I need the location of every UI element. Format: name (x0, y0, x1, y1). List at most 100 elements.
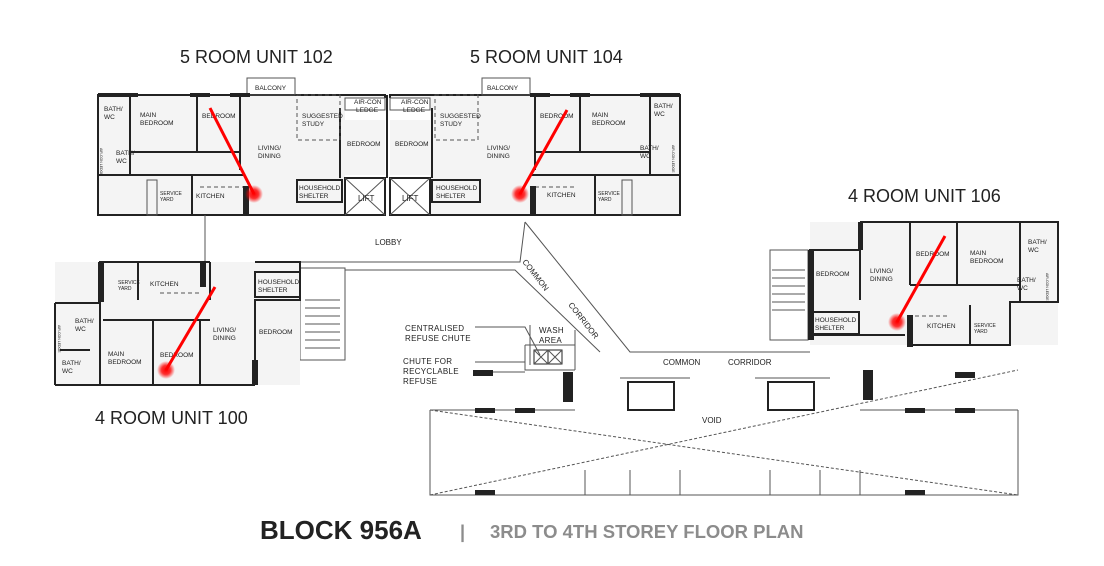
room-label: BEDROOM (395, 141, 429, 148)
room-label: LIVING/ (487, 145, 510, 152)
room-label: LIVING/ (258, 145, 281, 152)
recycle-chute-label-2: RECYCLABLE (403, 367, 459, 376)
room-label: AIR-CON LEDGE (671, 145, 675, 173)
view-line-106 (895, 235, 947, 323)
room-label: BEDROOM (108, 359, 142, 366)
room-label: SUGGESTED (440, 113, 481, 120)
room-label: MAIN (592, 112, 609, 119)
unit-100-title: 4 ROOM UNIT 100 (95, 408, 248, 428)
chute-label-2: REFUSE CHUTE (405, 334, 471, 343)
room-label: HOUSEHOLD (299, 185, 340, 192)
room-label: SHELTER (436, 193, 466, 200)
room-label: WC (640, 153, 651, 160)
room-label: BEDROOM (916, 251, 950, 258)
room-label: HOUSEHOLD (436, 185, 477, 192)
corridor-label: CORRIDOR (728, 358, 772, 367)
recycle-chute-labels: CHUTE FOR RECYCLABLE REFUSE (403, 357, 459, 386)
common-label: COMMON (663, 358, 701, 367)
room-label: BEDROOM (259, 329, 293, 336)
corridor-corridor-label: CORRIDOR (566, 301, 600, 341)
view-line-104 (518, 109, 569, 195)
room-label: BEDROOM (592, 120, 626, 127)
view-pin-100 (157, 361, 175, 379)
view-pin-104 (511, 185, 529, 203)
room-label: BALCONY (487, 85, 519, 92)
corridor-common-label: COMMON (520, 258, 550, 293)
room-label: SERVICE (118, 280, 141, 286)
room-label: STUDY (302, 121, 325, 128)
view-pin-106 (888, 313, 906, 331)
room-label: MAIN (140, 112, 157, 119)
unit-106-title: 4 ROOM UNIT 106 (848, 186, 1001, 206)
room-label: LEDGE (356, 107, 379, 114)
room-label: LEDGE (403, 107, 426, 114)
room-label: WC (116, 158, 127, 165)
title-separator: | (460, 522, 465, 542)
room-label: BEDROOM (140, 120, 174, 127)
room-label: AIR-CON LEDGE (99, 148, 103, 176)
room-label: AIR-CON (401, 99, 429, 106)
room-label: SUGGESTED (302, 113, 343, 120)
room-label: DINING (213, 335, 236, 342)
room-label: BATH/ (1028, 239, 1047, 246)
room-label: MAIN (970, 250, 987, 257)
room-label: WC (75, 326, 86, 333)
room-label: BATH/ (104, 106, 123, 113)
floor-plan-subtitle: 3RD TO 4TH STOREY FLOOR PLAN (490, 521, 804, 542)
room-label: AIR-CON LEDGE (1045, 273, 1049, 301)
room-label: BEDROOM (540, 113, 574, 120)
lift-1-label: LIFT (358, 194, 375, 203)
room-label: AIR-CON LEDGE (57, 325, 61, 353)
wash-area-label-2: AREA (539, 336, 562, 345)
room-label: KITCHEN (547, 192, 576, 199)
room-label: BATH/ (116, 150, 135, 157)
room-label: LIVING/ (213, 327, 236, 334)
room-label: STUDY (440, 121, 463, 128)
room-label: BATH/ (1017, 277, 1036, 284)
recycle-chute-label-1: CHUTE FOR (403, 357, 452, 366)
room-label: SHELTER (815, 325, 845, 332)
unit-102-title: 5 ROOM UNIT 102 (180, 47, 333, 67)
room-label: WC (104, 114, 115, 121)
room-label: AIR-CON (354, 99, 382, 106)
room-label: SHELTER (299, 193, 329, 200)
room-label: BATH/ (62, 360, 81, 367)
room-label: KITCHEN (150, 281, 179, 288)
room-label: BEDROOM (970, 258, 1004, 265)
view-markers (157, 107, 947, 379)
room-label: WC (1028, 247, 1039, 254)
room-label: YARD (598, 197, 612, 203)
room-label: WC (654, 111, 665, 118)
view-line-100 (164, 286, 217, 371)
room-label: SERVICE (598, 191, 621, 197)
void-area: VOID (429, 369, 1019, 496)
room-label: SERVICE (974, 323, 997, 329)
lobby-label: LOBBY (375, 238, 402, 247)
recycle-chute-label-3: REFUSE (403, 377, 437, 386)
unit-100: SERVICE YARD KITCHEN HOUSEHOLD SHELTER B… (54, 261, 301, 386)
room-label: YARD (160, 197, 174, 203)
room-label: WC (1017, 285, 1028, 292)
lift-2-label: LIFT (402, 194, 419, 203)
unit-102: BATH/ WC MAIN BEDROOM BEDROOM LIVING/ DI… (97, 77, 386, 216)
room-label: BATH/ (640, 145, 659, 152)
unit-104-title: 5 ROOM UNIT 104 (470, 47, 623, 67)
room-label: DINING (258, 153, 281, 160)
room-label: SHELTER (258, 287, 288, 294)
room-label: BATH/ (75, 318, 94, 325)
lift-core: LIFT LIFT AIR-CON LEDGE AIR-CON LEDGE BE… (342, 95, 431, 216)
chute-label-1: CENTRALISED (405, 324, 464, 333)
room-label: DINING (870, 276, 893, 283)
room-label: HOUSEHOLD (258, 279, 299, 286)
room-label: DINING (487, 153, 510, 160)
room-label: KITCHEN (196, 193, 225, 200)
room-label: BEDROOM (347, 141, 381, 148)
room-label: BATH/ (654, 103, 673, 110)
unit-104: BALCONY AIR-CON LEDGE SUGGESTED STUDY BE… (389, 77, 681, 216)
wash-area-label-1: WASH (539, 326, 564, 335)
view-pin-102 (245, 185, 263, 203)
room-label: YARD (118, 286, 132, 292)
unit-106: BEDROOM LIVING/ DINING BEDROOM MAIN BEDR… (808, 221, 1059, 347)
room-label: BEDROOM (202, 113, 236, 120)
